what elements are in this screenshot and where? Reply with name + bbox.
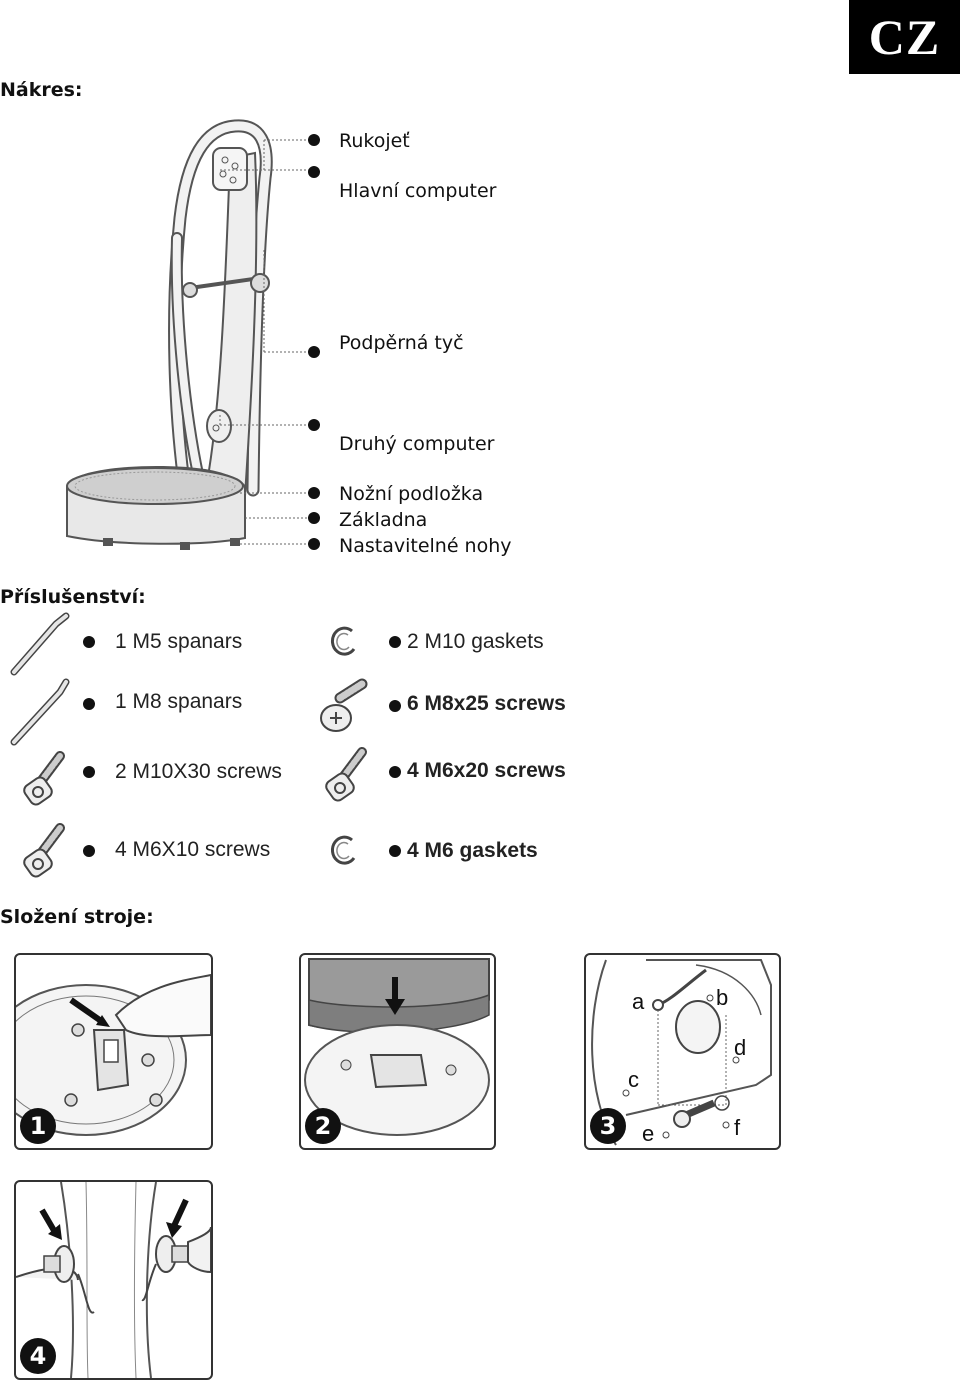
step-2-illustration (304, 958, 490, 1136)
round-head-screw-icon (320, 678, 368, 732)
bullet-dot (389, 766, 401, 778)
hole-label: f (734, 1115, 741, 1140)
socket-screw-icon (23, 751, 65, 806)
leader-lines (219, 134, 320, 550)
hole-label: b (716, 985, 728, 1010)
part-label-support-pole: Podpěrná tyč (339, 332, 464, 354)
bullet-dot (389, 845, 401, 857)
accessory-label: 6 M8x25 screws (407, 692, 566, 715)
accessories-heading: Příslušenství: (0, 586, 146, 608)
assembly-step-3-image: a b c d e f 3 (584, 953, 781, 1150)
step-number-badge: 1 (20, 1108, 56, 1144)
machine-drawing (66, 119, 273, 550)
hole-label: c (628, 1067, 639, 1092)
part-label-handle: Rukojeť (339, 130, 410, 152)
socket-screw-icon (325, 747, 367, 802)
step-3-illustration: a b c d e f (591, 959, 772, 1146)
allen-key-icon (10, 678, 70, 746)
hole-label: e (642, 1121, 654, 1146)
hole-label: a (632, 989, 645, 1014)
accessory-label: 4 M6x20 screws (407, 759, 566, 782)
accessory-label: 2 M10 gaskets (407, 630, 544, 653)
washer-icon (330, 835, 356, 865)
washer-icon (330, 626, 356, 656)
part-label-foot-mat: Nožní podložka (339, 483, 484, 505)
bullet-dot (83, 636, 95, 648)
accessory-label: 4 M6 gaskets (407, 839, 538, 862)
step-number-badge: 3 (590, 1108, 626, 1144)
bullet-dot (83, 845, 95, 857)
accessory-label: 1 M8 spanars (115, 690, 243, 713)
bullet-dot (389, 636, 401, 648)
part-label-base: Základna (339, 509, 428, 531)
accessory-label: 4 M6X10 screws (115, 838, 271, 861)
language-badge: CZ (849, 0, 960, 74)
step-number-badge: 4 (20, 1338, 56, 1374)
part-label-second-computer: Druhý computer (339, 433, 495, 455)
bullet-dot (83, 766, 95, 778)
part-label-adjustable-feet: Nastavitelné nohy (339, 535, 512, 557)
socket-screw-icon (23, 823, 65, 878)
diagram-heading: Nákres: (0, 79, 83, 101)
assembly-step-2-image: 2 (299, 953, 496, 1150)
accessory-label: 1 M5 spanars (115, 630, 243, 653)
step-number-badge: 2 (305, 1108, 341, 1144)
step-1-illustration (16, 973, 211, 1136)
assembly-heading: Složení stroje: (0, 906, 154, 928)
step-4-illustration (16, 1182, 211, 1378)
assembly-step-1-image: 1 (14, 953, 213, 1150)
part-label-main-computer: Hlavní computer (339, 180, 497, 202)
assembly-step-4-image: 4 (14, 1180, 213, 1380)
bullet-dot (389, 700, 401, 712)
hole-label: d (734, 1035, 746, 1060)
allen-key-icon (10, 612, 70, 676)
accessory-label: 2 M10X30 screws (115, 760, 282, 783)
bullet-dot (83, 698, 95, 710)
